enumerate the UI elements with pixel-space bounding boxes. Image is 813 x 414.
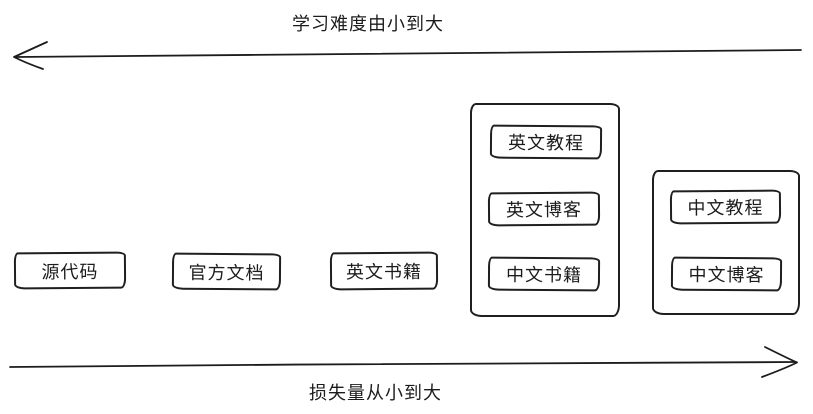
group-right: 中文教程 中文博客 xyxy=(652,170,800,315)
node-chinese-books: 中文书籍 xyxy=(487,256,601,292)
node-source-code: 源代码 xyxy=(13,251,127,290)
difficulty-arrow-head xyxy=(13,41,48,70)
bottom-axis-label: 损失量从小到大 xyxy=(309,383,442,403)
top-axis-label: 学习难度由小到大 xyxy=(292,14,444,34)
loss-arrow-line xyxy=(9,361,797,368)
node-english-tutorials: 英文教程 xyxy=(489,124,603,160)
loss-right-arrow-icon xyxy=(9,346,798,378)
node-english-blogs-label: 英文博客 xyxy=(505,199,583,221)
node-english-tutorials-label: 英文教程 xyxy=(507,132,585,154)
node-chinese-blogs-label: 中文博客 xyxy=(688,264,765,286)
node-official-docs: 官方文档 xyxy=(171,252,282,291)
node-english-books-label: 英文书籍 xyxy=(345,261,423,283)
node-official-docs-label: 官方文档 xyxy=(188,262,265,283)
node-chinese-tutorials: 中文教程 xyxy=(669,189,782,225)
node-chinese-tutorials-label: 中文教程 xyxy=(687,197,764,219)
node-chinese-books-label: 中文书籍 xyxy=(505,264,583,286)
node-english-books: 英文书籍 xyxy=(329,251,439,291)
group-mid: 英文教程 英文博客 中文书籍 xyxy=(470,103,620,317)
node-english-blogs: 英文博客 xyxy=(487,191,601,227)
difficulty-left-arrow-icon xyxy=(13,41,802,70)
node-source-code-label: 源代码 xyxy=(41,261,99,282)
difficulty-arrow-line xyxy=(15,49,802,58)
node-chinese-blogs: 中文博客 xyxy=(670,256,783,292)
loss-arrow-head xyxy=(761,346,798,378)
